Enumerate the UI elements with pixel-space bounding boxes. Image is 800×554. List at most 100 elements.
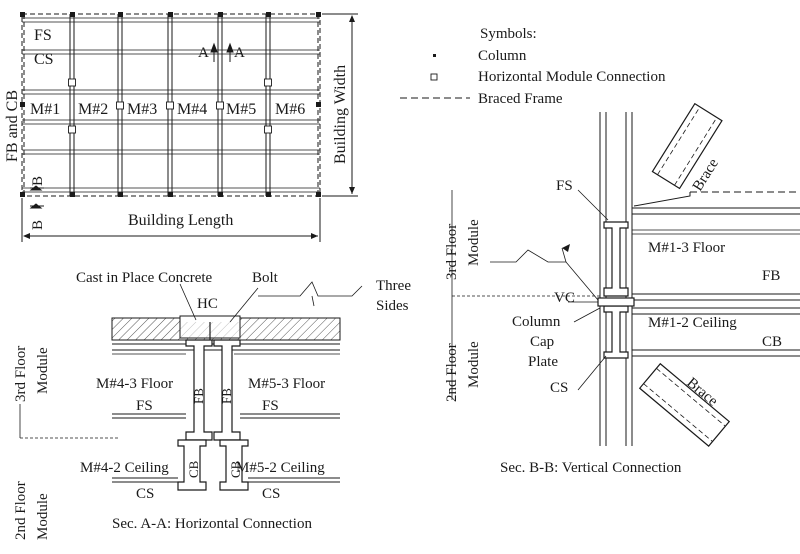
- cb-right-label: CB: [228, 460, 243, 478]
- legend-title: Symbols:: [480, 26, 537, 42]
- second-floor-label: 2nd Floor: [13, 481, 29, 540]
- column-icon: [20, 192, 25, 197]
- lower-column-section: [603, 305, 629, 359]
- section-b-caption: Sec. B-B: Vertical Connection: [500, 460, 682, 476]
- building-width-dimension: [322, 13, 358, 197]
- module-label: M#5: [226, 101, 256, 118]
- module-label: M#3: [127, 101, 157, 118]
- cap-label: Cap: [530, 334, 554, 350]
- module-label-b: Module: [466, 219, 482, 266]
- module-label: M#4: [177, 101, 207, 118]
- plan-connections: [68, 78, 272, 134]
- connection-square-icon: [430, 73, 438, 81]
- third-floor-label: 3rd Floor: [13, 346, 29, 402]
- plan-cs-label: CS: [34, 51, 54, 68]
- column-label: Column: [512, 314, 561, 330]
- legend-column-label: Column: [478, 48, 527, 64]
- module-label-b: Module: [466, 341, 482, 388]
- section-a-right-label: A: [234, 45, 245, 61]
- column-icon: [20, 102, 25, 107]
- floor-beam-left: [185, 339, 213, 441]
- plan-module-edges: [69, 14, 271, 196]
- column-icon: [168, 12, 173, 17]
- module-label: M#6: [275, 101, 305, 118]
- fs-label-b: FS: [556, 178, 573, 194]
- third-floor-label-b: 3rd Floor: [444, 224, 460, 280]
- cast-in-place-label: Cast in Place Concrete: [76, 270, 213, 286]
- ceiling-beam-right: [219, 439, 249, 491]
- plan-columns: [20, 12, 321, 197]
- connection-square-icon: [68, 125, 76, 134]
- connection-square-icon: [68, 78, 76, 87]
- m1-2ceiling-label: M#1-2 Ceiling: [648, 315, 737, 331]
- fb-right-label: FB: [219, 388, 234, 404]
- column-icon: [316, 102, 321, 107]
- column-icon: [20, 12, 25, 17]
- cb-label-b: CB: [762, 334, 782, 350]
- section-b-marker: [29, 185, 44, 209]
- column-icon: [433, 54, 436, 57]
- column-icon: [168, 192, 173, 197]
- section-b-top-label: B: [30, 176, 46, 186]
- second-floor-label-b: 2nd Floor: [444, 343, 460, 402]
- cs-left-label: CS: [136, 486, 154, 502]
- building-length-dimension: [21, 198, 321, 242]
- cb-left-label: CB: [186, 460, 201, 478]
- column-icon: [266, 192, 271, 197]
- column-icon: [118, 192, 123, 197]
- connection-square-icon: [264, 78, 272, 87]
- section-b-bottom-label: B: [30, 220, 46, 230]
- building-length-label: Building Length: [128, 212, 233, 229]
- three-label: Three: [376, 278, 411, 294]
- module-label: Module: [35, 493, 51, 540]
- m5-3floor-label: M#5-3 Floor: [248, 376, 325, 392]
- hc-label: HC: [197, 296, 218, 312]
- ceiling-beam-left: [177, 439, 207, 491]
- section-b-drawing: [451, 102, 800, 447]
- upper-brace: [651, 102, 723, 190]
- column-icon: [218, 192, 223, 197]
- column-icon: [118, 12, 123, 17]
- fb-left-label: FB: [191, 388, 206, 404]
- upper-column-section: [603, 221, 629, 297]
- fb-label-b: FB: [762, 268, 780, 284]
- module-label: Module: [35, 347, 51, 394]
- connection-square-icon: [264, 125, 272, 134]
- module-label: M#1: [30, 101, 60, 118]
- section-a-drawing: [19, 281, 363, 491]
- column-icon: [316, 192, 321, 197]
- connection-square-icon: [166, 101, 174, 110]
- plate-label: Plate: [528, 354, 558, 370]
- column-icon: [218, 12, 223, 17]
- lower-brace: [638, 362, 731, 447]
- connection-square-icon: [216, 101, 224, 110]
- section-a-marker: [210, 42, 234, 62]
- fs-left-label: FS: [136, 398, 153, 414]
- m4-3floor-label: M#4-3 Floor: [96, 376, 173, 392]
- column-cap-plate: [597, 297, 635, 307]
- cs-label-b: CS: [550, 380, 568, 396]
- connection-square-icon: [116, 101, 124, 110]
- fs-right-label: FS: [262, 398, 279, 414]
- cs-right-label: CS: [262, 486, 280, 502]
- m4-2ceiling-label: M#4-2 Ceiling: [80, 460, 169, 476]
- section-a-left-label: A: [198, 45, 209, 61]
- m5-2ceiling-label: M#5-2 Ceiling: [236, 460, 325, 476]
- column-icon: [70, 12, 75, 17]
- column-icon: [316, 12, 321, 17]
- legend-connection-label: Horizontal Module Connection: [478, 69, 666, 85]
- column-icon: [70, 192, 75, 197]
- section-a-caption: Sec. A-A: Horizontal Connection: [112, 516, 312, 532]
- m1-3floor-label: M#1-3 Floor: [648, 240, 725, 256]
- plan-fs-label: FS: [34, 27, 52, 44]
- vc-label: VC: [554, 290, 575, 306]
- sides-label: Sides: [376, 298, 409, 314]
- bolt-label: Bolt: [252, 270, 279, 286]
- legend-braced-label: Braced Frame: [478, 91, 563, 107]
- building-width-label: Building Width: [332, 65, 349, 164]
- column-icon: [266, 12, 271, 17]
- legend: Symbols: Column Horizontal Module Connec…: [400, 26, 666, 107]
- fb-cb-label: FB and CB: [4, 90, 21, 162]
